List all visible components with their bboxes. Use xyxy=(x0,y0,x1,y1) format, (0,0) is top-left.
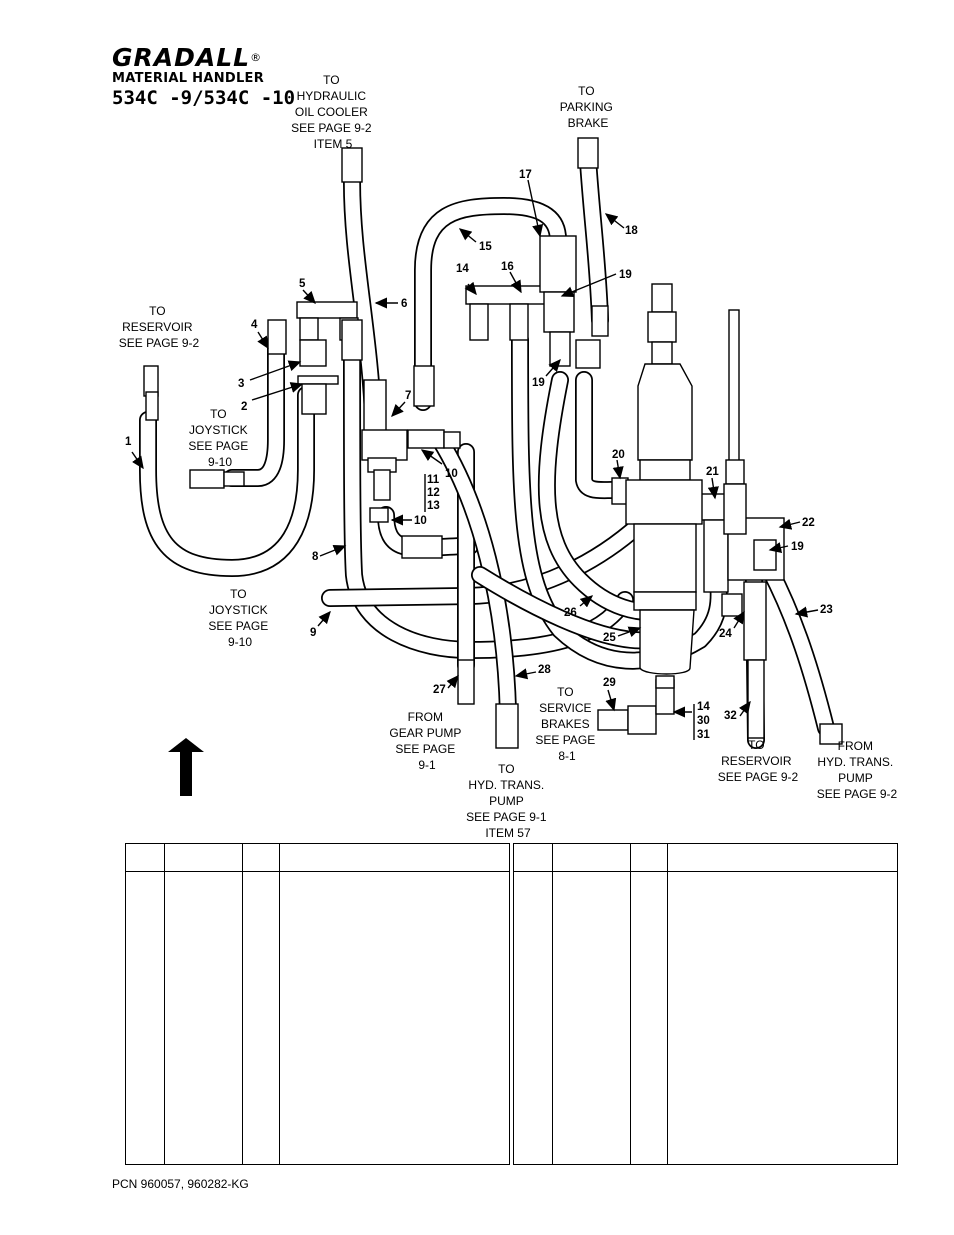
table-header-rule xyxy=(126,871,509,872)
item-number: 22 xyxy=(802,517,815,529)
table-column xyxy=(242,844,243,1164)
item-number: 10 xyxy=(414,515,427,527)
item-number: 14 xyxy=(697,701,710,713)
item-number: 13 xyxy=(427,500,440,512)
item-number: 15 xyxy=(479,241,492,253)
table-column xyxy=(164,844,165,1164)
item-number: 16 xyxy=(501,261,514,273)
callout-gear-pump: FROM GEAR PUMP SEE PAGE 9-1 xyxy=(389,710,464,772)
item-number: 30 xyxy=(697,715,710,727)
callout-joystick-lower: TO JOYSTICK SEE PAGE 9-10 xyxy=(208,587,271,649)
item-number: 19 xyxy=(791,541,804,553)
gradall-logo: GRADALL® xyxy=(112,44,302,72)
item-number: 11 xyxy=(427,474,440,486)
table-column xyxy=(667,844,668,1164)
callout-parking-brake: TO PARKING BRAKE xyxy=(560,84,616,130)
logo-text: GRADALL xyxy=(112,43,251,72)
table-column xyxy=(630,844,631,1164)
pcn-footer: PCN 960057, 960282-KG xyxy=(112,1177,249,1191)
brake-valve-assembly xyxy=(625,283,703,689)
table-header-rule xyxy=(514,871,897,872)
item-number: 5 xyxy=(299,278,306,290)
callout-reservoir-left: TO RESERVOIR SEE PAGE 9-2 xyxy=(119,304,200,350)
item-number: 28 xyxy=(538,664,551,676)
item-number: 10 xyxy=(445,468,458,480)
item-number: 26 xyxy=(564,607,577,619)
brand-block: GRADALL® MATERIAL HANDLER 534C -9/534C -… xyxy=(112,44,302,110)
callout-labels: TO HYDRAULIC OIL COOLER SEE PAGE 9-2 ITE… xyxy=(119,73,898,840)
item-number: 18 xyxy=(625,225,638,237)
item-number: 32 xyxy=(724,710,737,722)
up-arrow-icon xyxy=(168,738,204,796)
model-numbers: 534C -9/534C -10 xyxy=(112,87,296,109)
callout-joystick-upper: TO JOYSTICK SEE PAGE 9-10 xyxy=(188,407,251,469)
table-column xyxy=(279,844,280,1164)
item-number: 7 xyxy=(405,390,411,402)
callout-hyd-trans-pump: TO HYD. TRANS. PUMP SEE PAGE 9-1 ITEM 57 xyxy=(466,762,550,840)
registered-mark: ® xyxy=(250,51,263,64)
item-number: 21 xyxy=(706,466,719,478)
item-number: 29 xyxy=(603,677,616,689)
subtitle: MATERIAL HANDLER xyxy=(112,71,265,86)
item-number: 1 xyxy=(125,436,132,448)
item-number: 20 xyxy=(612,449,625,461)
parts-table-right xyxy=(513,843,898,1165)
item-number: 23 xyxy=(820,604,833,616)
item-numbers: 1 2 3 4 5 6 7 8 9 10 10 11 12 13 14 15 1… xyxy=(125,169,833,741)
item-number: 31 xyxy=(697,729,710,741)
item-number: 12 xyxy=(427,487,440,499)
callout-service-brakes: TO SERVICE BRAKES SEE PAGE 8-1 xyxy=(535,685,598,763)
item-number: 6 xyxy=(401,298,407,310)
callout-reservoir-right: TO RESERVOIR SEE PAGE 9-2 xyxy=(718,738,799,784)
item-number: 14 xyxy=(456,263,469,275)
leaders xyxy=(131,179,819,740)
table-column xyxy=(552,844,553,1164)
item-number: 17 xyxy=(519,169,532,181)
item-number: 9 xyxy=(310,627,316,639)
item-number: 19 xyxy=(619,269,632,281)
item-number: 2 xyxy=(241,401,247,413)
item-number: 19 xyxy=(532,377,545,389)
item-number: 27 xyxy=(433,684,446,696)
callout-from-hyd-trans-pump: FROM HYD. TRANS. PUMP SEE PAGE 9-2 xyxy=(817,739,898,801)
parts-table-left xyxy=(125,843,510,1165)
item-number: 3 xyxy=(238,378,244,390)
item-number: 24 xyxy=(719,628,732,640)
callout-oil-cooler: TO HYDRAULIC OIL COOLER SEE PAGE 9-2 ITE… xyxy=(291,73,375,151)
item-number: 4 xyxy=(251,319,258,331)
item-number: 25 xyxy=(603,632,616,644)
item-number: 8 xyxy=(312,551,319,563)
